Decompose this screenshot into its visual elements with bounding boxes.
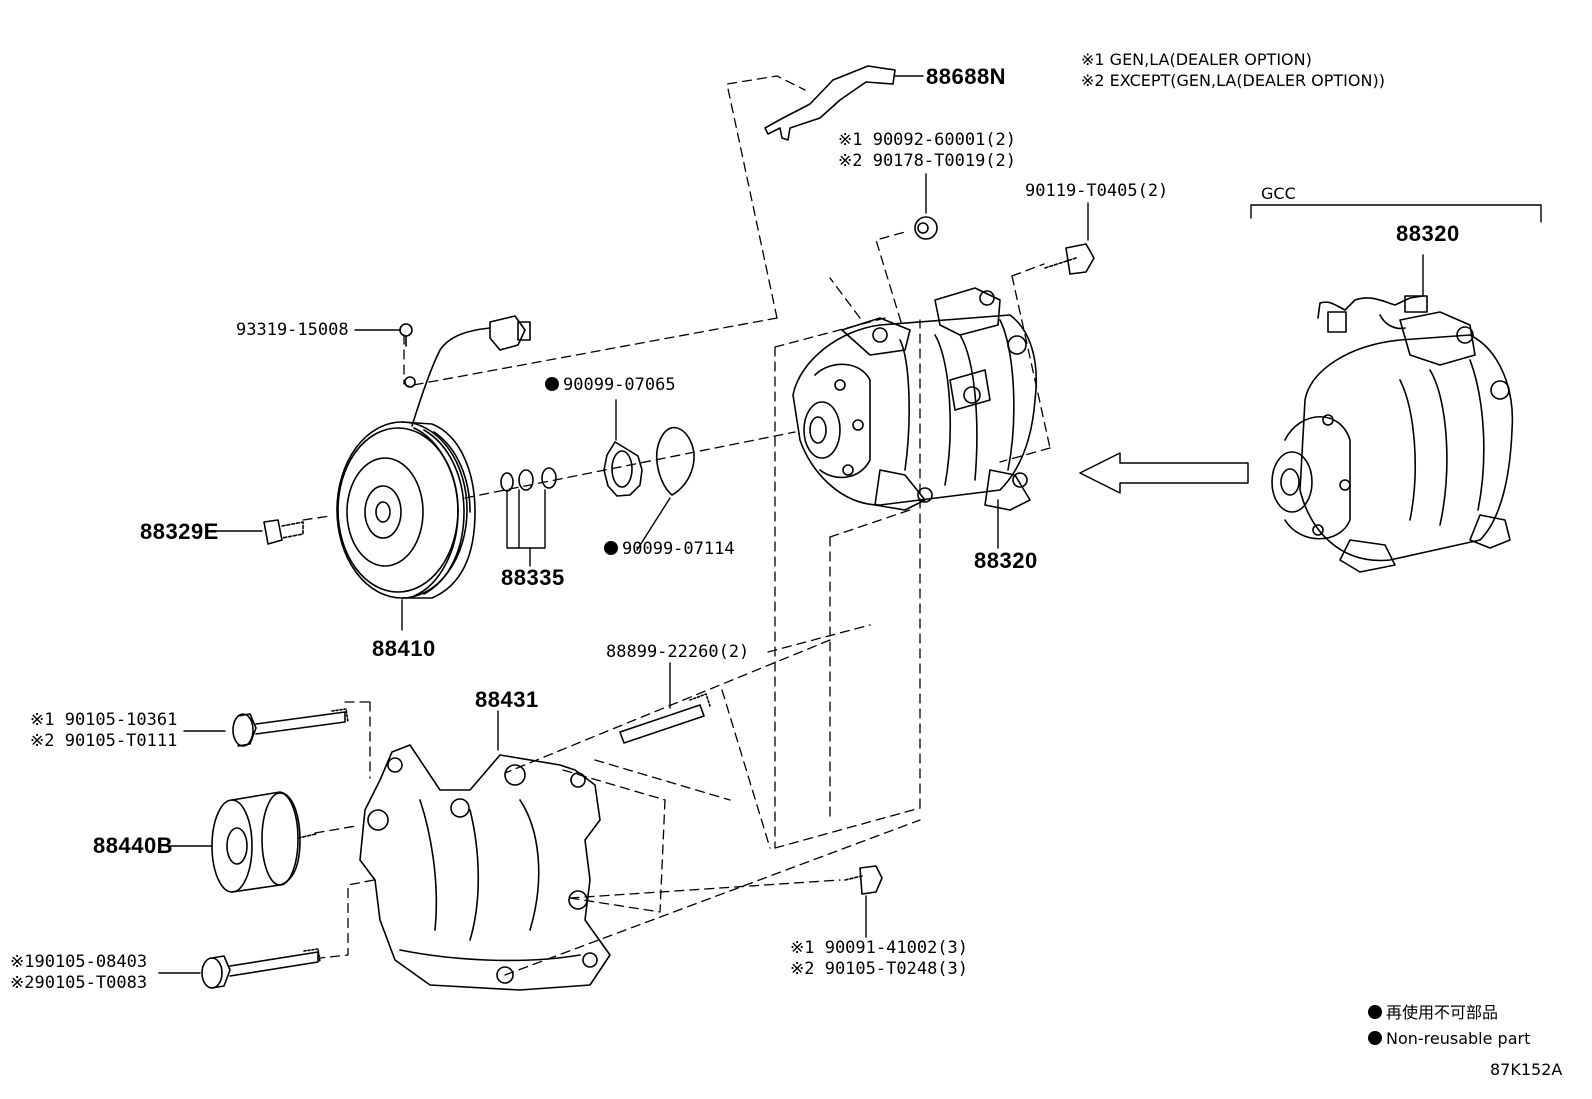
part-label-90105-T0248: ※2 90105-T0248(3) [790, 959, 969, 979]
snap-ring-90099-07114 [656, 426, 695, 496]
part-label-90178-T0019: ※2 90178-T0019(2) [838, 151, 1017, 171]
bolt-88329E [263, 519, 304, 545]
screw-93319 [399, 323, 413, 347]
part-label-90105-T0111: ※2 90105-T0111 [30, 731, 178, 751]
note-1: ※1 GEN,LA(DEALER OPTION) [1081, 50, 1312, 69]
bolt-90091 [844, 865, 883, 895]
bolt-90105-08403 [201, 948, 321, 989]
part-label-88410: 88410 [372, 636, 436, 661]
part-label-90099-07065: 90099-07065 [545, 375, 676, 395]
variant-label: GCC [1261, 184, 1296, 203]
bolt-90119 [1044, 243, 1095, 275]
part-label-90092-60001: ※1 90092-60001(2) [838, 130, 1017, 150]
clutch-88410 [336, 315, 531, 599]
idler-pulley-88440B [211, 791, 317, 893]
retainer-90099-07065 [603, 441, 643, 497]
part-label-88320: 88320 [974, 548, 1038, 573]
compressor-88320 [792, 287, 1038, 511]
legend-jp: 再使用不可部品 [1368, 1003, 1498, 1023]
stud-88899 [619, 693, 711, 744]
note-2: ※2 EXCEPT(GEN,LA(DEALER OPTION)) [1081, 71, 1385, 90]
assembly-guide-lines [302, 75, 1051, 976]
part-label-88329E: 88329E [140, 519, 219, 544]
part-label-88335: 88335 [501, 565, 565, 590]
part-label-88440B: 88440B [93, 833, 174, 858]
part-label-90105-10361: ※1 90105-10361 [30, 710, 178, 730]
bracket-88431 [359, 744, 611, 991]
part-label-90099-07114: 90099-07114 [604, 539, 735, 559]
compressor-88320-gcc [1271, 295, 1514, 573]
leader-lines [158, 75, 1542, 974]
legend-en: Non-reusable part [1368, 1029, 1530, 1049]
part-label-88899-22260: 88899-22260(2) [606, 642, 750, 662]
variant-arrow [1079, 452, 1249, 494]
part-label-88320-gcc: 88320 [1396, 221, 1460, 246]
part-label-88688N: 88688N [926, 64, 1007, 89]
shims-88335 [500, 467, 557, 492]
part-label-90105-08403: ※190105-08403 [10, 952, 148, 972]
nut-90092 [914, 216, 938, 240]
part-label-88431: 88431 [475, 687, 539, 712]
part-label-90105-T0083: ※290105-T0083 [10, 973, 148, 993]
part-label-90119-T0405: 90119-T0405(2) [1025, 181, 1169, 201]
bolt-90105-10361 [232, 708, 349, 747]
diagram-code: 87K152A [1490, 1060, 1563, 1079]
bracket-88688N [764, 65, 896, 141]
part-label-90091-41002: ※1 90091-41002(3) [790, 938, 969, 958]
part-label-93319-15008: 93319-15008 [236, 320, 349, 340]
